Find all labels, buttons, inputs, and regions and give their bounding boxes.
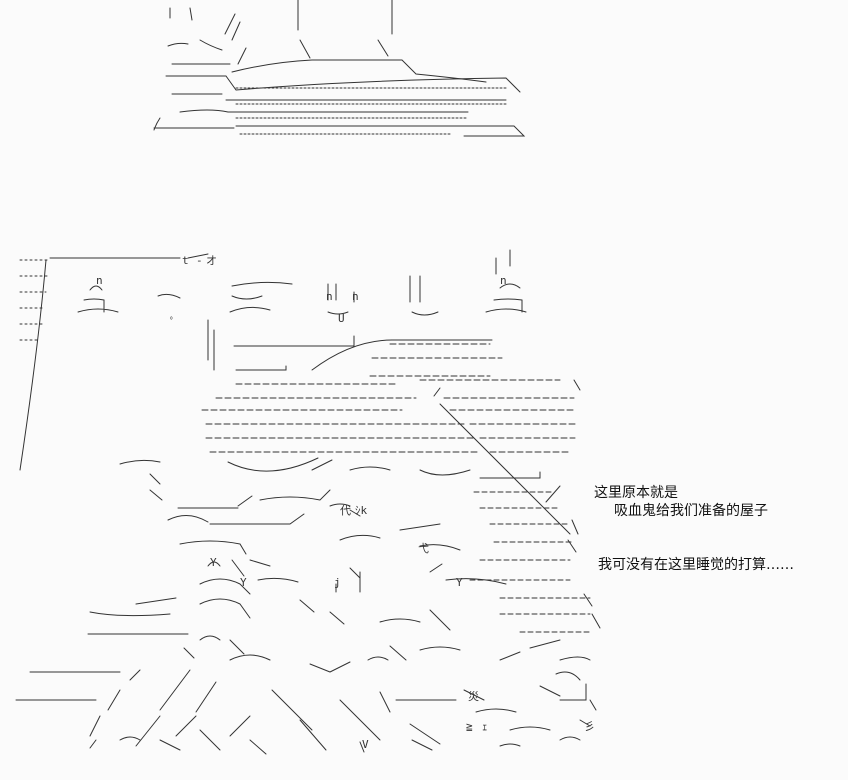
svg-text:U: U bbox=[338, 312, 345, 325]
spirit-faces bbox=[77, 275, 527, 316]
svg-text:弋: 弋 bbox=[418, 542, 429, 555]
svg-text:ﾟ: ﾟ bbox=[170, 316, 176, 329]
svg-text:オ: オ bbox=[206, 254, 217, 267]
svg-text:ｪ: ｪ bbox=[482, 720, 488, 733]
svg-text:代: 代 bbox=[340, 504, 351, 517]
dialogue-line-2: 吸血鬼给我们准备的屋子 bbox=[614, 503, 768, 519]
svg-text:≧: ≧ bbox=[466, 720, 473, 733]
svg-text:ｼk: ｼk bbox=[355, 504, 367, 517]
svg-text:Y: Y bbox=[240, 576, 247, 589]
sleeve-folds bbox=[15, 669, 597, 755]
svg-text:t: t bbox=[182, 254, 189, 267]
svg-text:災: 災 bbox=[468, 690, 479, 703]
top-scene bbox=[153, 0, 526, 137]
svg-text:V: V bbox=[362, 738, 369, 751]
svg-text:-: - bbox=[196, 254, 203, 267]
svg-text:Y: Y bbox=[210, 556, 217, 569]
ascii-glyphs: t - オ n n n n U ﾟ 代 ｼk 弋 災 ≧ ｪ 彡 V Y Y Y… bbox=[96, 254, 595, 751]
character-face bbox=[119, 459, 507, 595]
hand bbox=[87, 597, 591, 701]
svg-text:j: j bbox=[334, 576, 341, 589]
dialogue-line-1: 这里原本就是 bbox=[594, 485, 678, 501]
dialogue-line-3: 我可没有在这里睡觉的打算…… bbox=[598, 557, 794, 573]
svg-text:n: n bbox=[326, 290, 333, 303]
svg-text:Y: Y bbox=[456, 576, 463, 589]
svg-text:n: n bbox=[96, 274, 103, 287]
svg-text:n: n bbox=[500, 274, 507, 287]
room-wall bbox=[19, 249, 511, 471]
robed-figure bbox=[201, 319, 601, 633]
svg-text:n: n bbox=[352, 290, 359, 303]
svg-text:彡: 彡 bbox=[584, 720, 595, 733]
